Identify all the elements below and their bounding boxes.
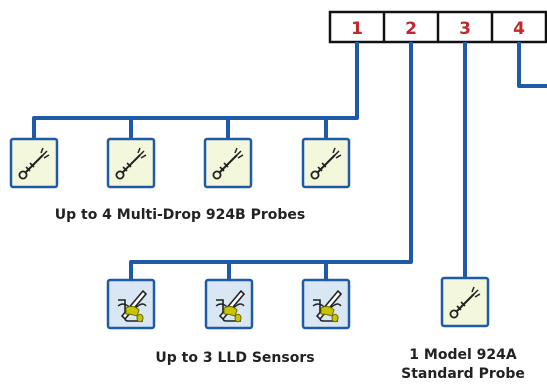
terminal-block: 1 2 3 4 — [328, 10, 547, 44]
standard-probe-group: 1 Model 924A Standard Probe — [401, 276, 525, 382]
lld-caption: Up to 3 LLD Sensors — [155, 350, 314, 366]
lld-sensor-1 — [106, 278, 156, 330]
lld-sensor-2 — [204, 278, 254, 330]
multidrop-probe-2 — [106, 137, 156, 189]
multidrop-probe-4 — [301, 137, 351, 189]
wiring — [32, 42, 547, 280]
port-3-label: 3 — [459, 19, 471, 39]
wire-port-4 — [517, 42, 547, 88]
multidrop-caption: Up to 4 Multi-Drop 924B Probes — [55, 207, 306, 223]
multidrop-probe-1 — [9, 137, 59, 189]
multidrop-probe-3 — [203, 137, 253, 189]
port-2-label: 2 — [405, 19, 417, 39]
wire-port-2 — [129, 42, 413, 280]
lld-sensor-3 — [301, 278, 351, 330]
multidrop-probe-group: Up to 4 Multi-Drop 924B Probes — [9, 137, 351, 223]
port-1-label: 1 — [351, 19, 363, 39]
lld-sensor-group: Up to 3 LLD Sensors — [106, 278, 351, 366]
wire-port-1 — [32, 42, 359, 138]
port-4-label: 4 — [513, 19, 525, 39]
standard-caption-line-2: Standard Probe — [401, 366, 525, 382]
standard-probe — [440, 276, 490, 328]
standard-caption-line-1: 1 Model 924A — [409, 347, 517, 363]
